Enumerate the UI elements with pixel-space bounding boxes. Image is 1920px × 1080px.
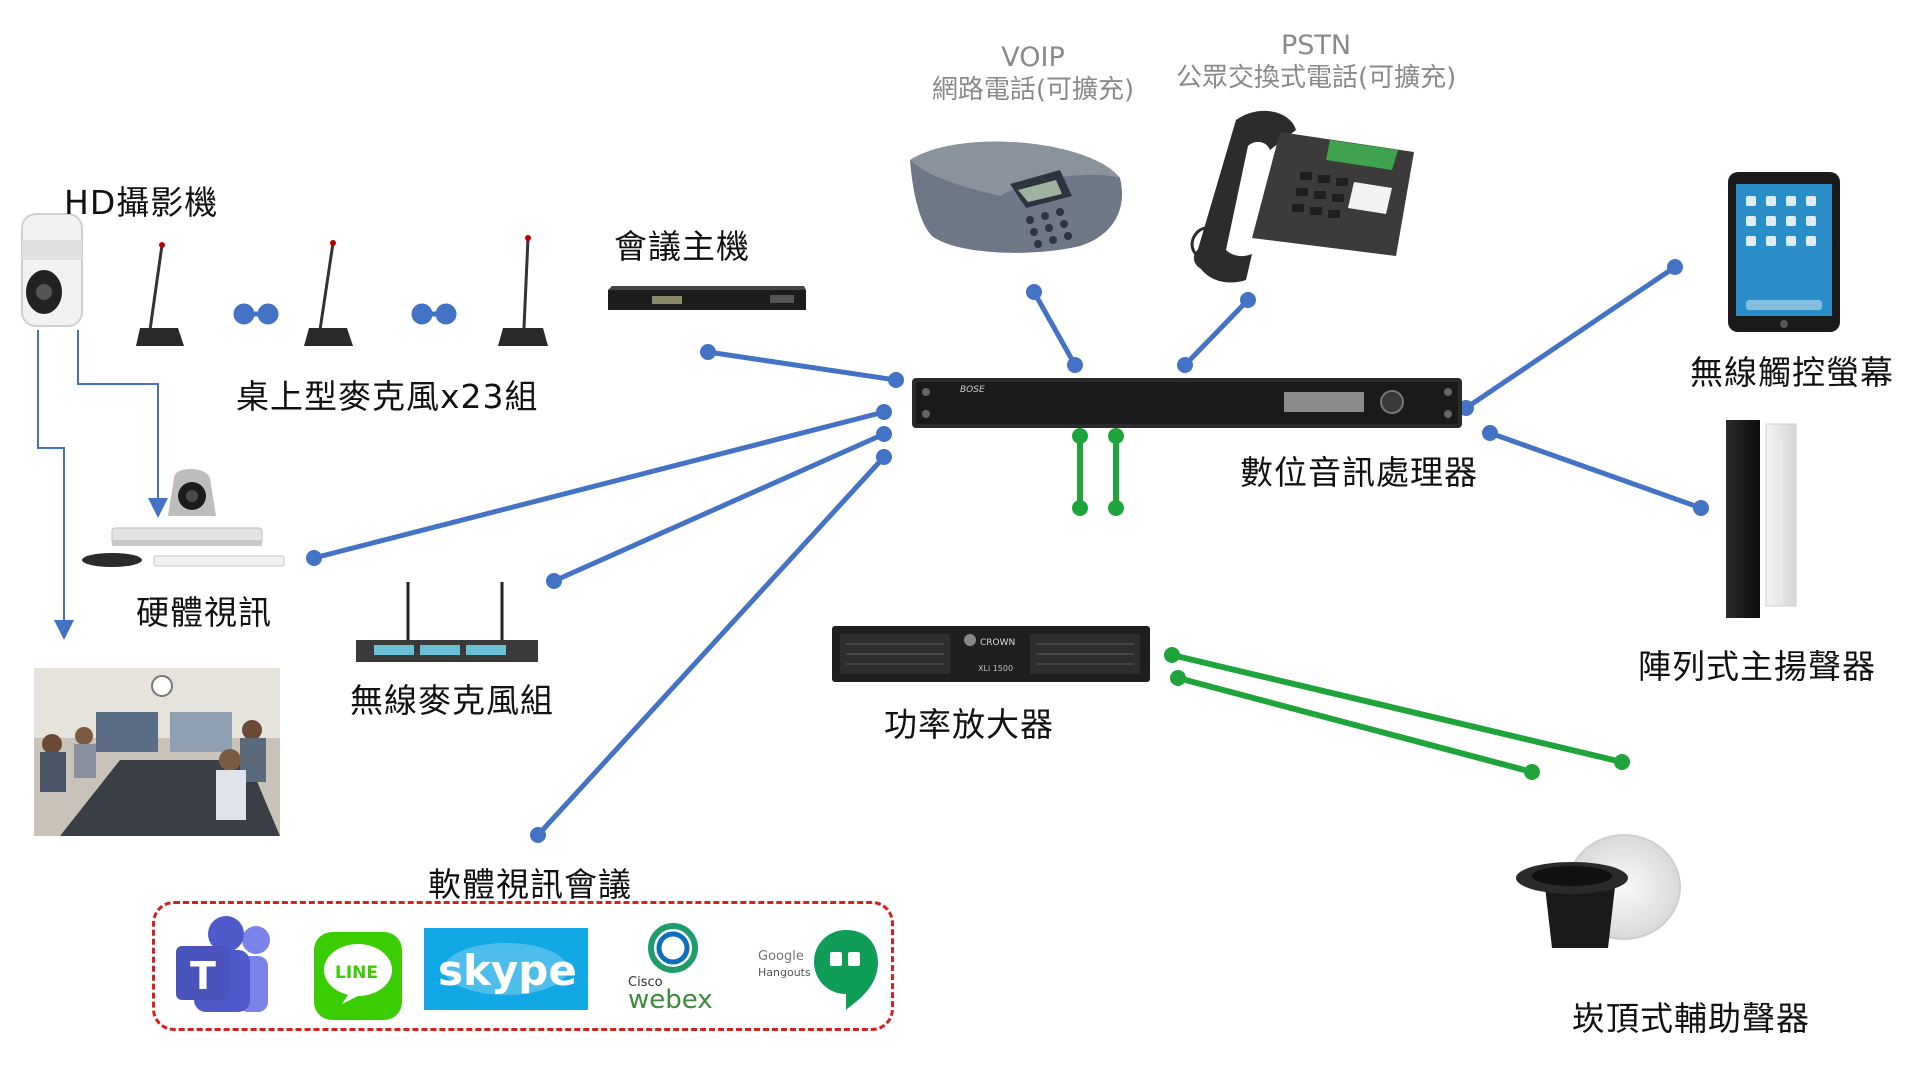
label-array-speaker: 陣列式主揚聲器 xyxy=(1638,647,1876,686)
label-conference-host: 會議主機 xyxy=(614,227,750,266)
amp-brand-text: CROWN xyxy=(980,638,1015,648)
meeting-room-photo xyxy=(34,668,280,836)
label-pstn-title: PSTN xyxy=(1280,30,1352,61)
desk-mic-icon-1 xyxy=(136,242,184,346)
link-hwvideo-dsp xyxy=(311,409,887,561)
label-desk-mics: 桌上型麥克風x23組 xyxy=(236,377,539,416)
label-amplifier: 功率放大器 xyxy=(884,705,1054,744)
amplifier-icon xyxy=(832,626,1150,682)
label-ceiling-speaker: 崁頂式輔助聲器 xyxy=(1572,999,1810,1038)
line-logo-text: LINE xyxy=(335,963,378,983)
link-dsp-array xyxy=(1487,430,1704,511)
cisco-logo-text: Cisco xyxy=(628,975,663,990)
teams-logo-icon xyxy=(176,916,270,1012)
line-logo-icon xyxy=(314,932,402,1020)
wireless-mic-receiver-icon xyxy=(356,582,538,662)
link-pstn-dsp xyxy=(1182,297,1251,368)
label-voip-sub: 網路電話(可擴充) xyxy=(931,75,1135,105)
label-dsp: 數位音訊處理器 xyxy=(1240,453,1478,492)
blue-link-endpoints xyxy=(306,259,1709,843)
link-software-dsp xyxy=(535,454,887,838)
label-voip: VOIP 網路電話(可擴充) xyxy=(930,42,1136,106)
webex-logo-icon xyxy=(648,923,698,973)
hangouts-logo-icon xyxy=(814,930,878,1010)
hangouts-logo-text: Hangouts xyxy=(758,966,811,979)
webex-logo-text: webex xyxy=(628,985,713,1015)
label-voip-title: VOIP xyxy=(1001,42,1065,73)
software-conference-box xyxy=(152,901,894,1031)
label-hd-camera: HD攝影機 xyxy=(64,183,219,222)
green-links xyxy=(1077,433,1625,775)
link-dsp-tablet xyxy=(1463,264,1678,411)
label-hardware-video: 硬體視訊 xyxy=(136,593,272,632)
label-tablet: 無線觸控螢幕 xyxy=(1690,353,1894,392)
pstn-phone-icon xyxy=(1190,110,1414,283)
link-wirelessmic-dsp xyxy=(551,431,887,584)
label-wireless-mics: 無線麥克風組 xyxy=(350,681,554,720)
desk-mic-icon-3 xyxy=(498,235,548,346)
skype-logo-bg xyxy=(424,928,588,1010)
teams-logo-text: T xyxy=(190,954,216,998)
label-pstn-sub: 公眾交換式電話(可擴充) xyxy=(1176,63,1457,93)
amp-model-text: XLi 1500 xyxy=(978,664,1013,673)
conference-host-icon xyxy=(608,286,806,310)
ceiling-speaker-icon xyxy=(1516,834,1681,948)
hardware-video-icon xyxy=(82,469,285,567)
link-voip-dsp xyxy=(1031,289,1078,368)
hd-camera-icon xyxy=(21,213,83,327)
link-host-dsp xyxy=(705,349,899,383)
tablet-icon xyxy=(1728,172,1840,332)
label-pstn: PSTN 公眾交換式電話(可擴充) xyxy=(1176,30,1456,94)
blue-links xyxy=(311,264,1704,838)
green-link-endpoints xyxy=(1072,428,1630,780)
dsp-brand-text: BOSE xyxy=(960,385,985,395)
label-software-conference: 軟體視訊會議 xyxy=(428,865,632,904)
skype-logo-icon xyxy=(444,943,568,995)
dsp-unit-icon xyxy=(912,378,1462,428)
google-logo-text: Google xyxy=(758,949,804,964)
voip-phone-icon xyxy=(910,141,1123,253)
desk-mic-icon-2 xyxy=(304,240,353,346)
mic-chain-connectors xyxy=(233,303,457,325)
camera-feed-arrows xyxy=(37,330,168,640)
array-speaker-icon xyxy=(1726,420,1797,618)
skype-logo-text: skype xyxy=(438,946,577,995)
